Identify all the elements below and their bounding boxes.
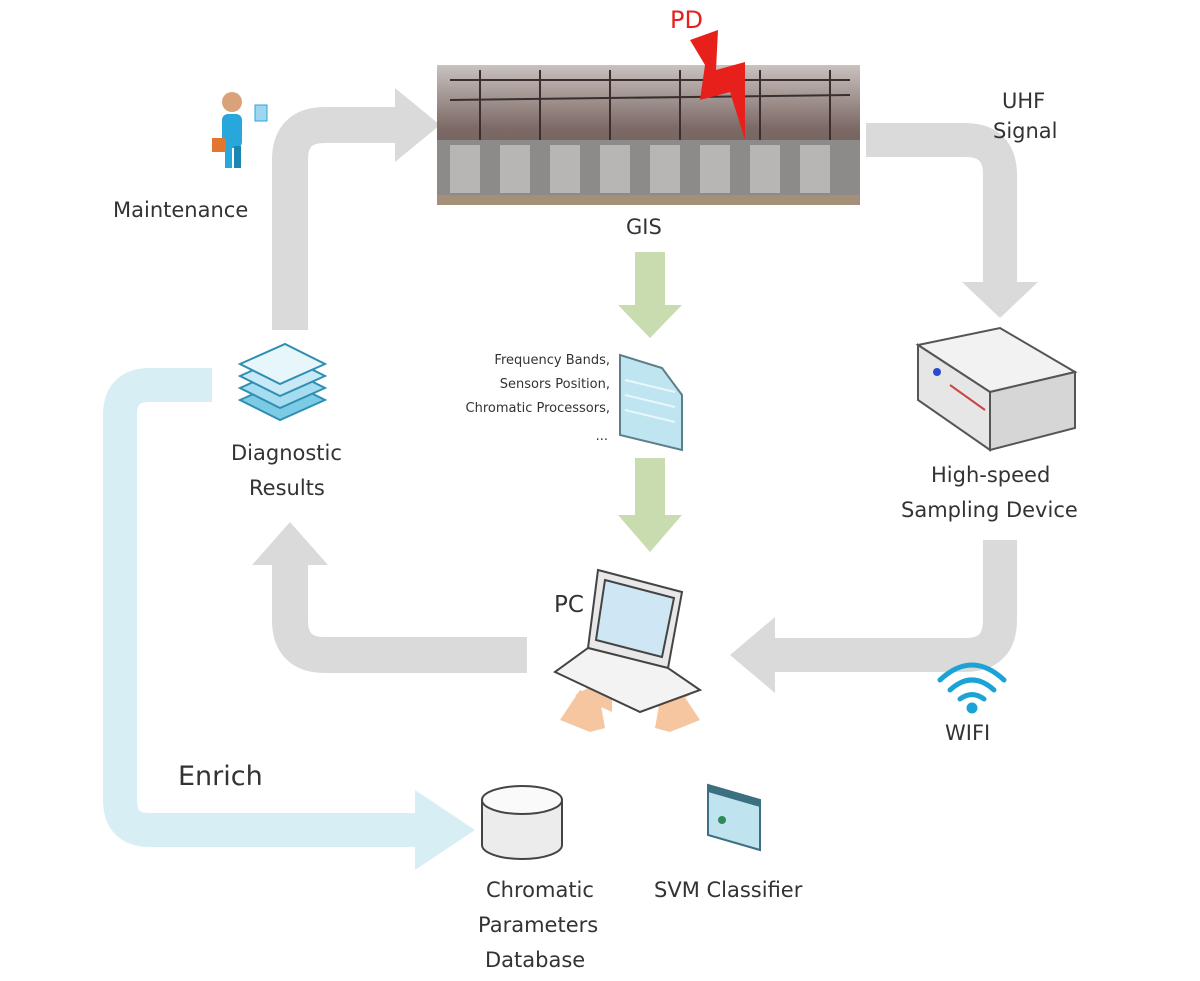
layers-icon	[237, 342, 328, 422]
laptop-icon	[553, 568, 703, 714]
gis-photo	[437, 65, 860, 205]
database-label-1: Chromatic	[486, 878, 594, 902]
wifi-label: WIFI	[945, 721, 990, 745]
database-label-3: Database	[485, 948, 585, 972]
results-arrow	[252, 522, 527, 673]
pc-label: PC	[554, 592, 584, 618]
uhf-label-1: UHF	[1002, 89, 1045, 113]
uhf-label-2: Signal	[993, 119, 1058, 143]
wifi-arrow	[730, 540, 1017, 693]
database-label-2: Parameters	[478, 913, 598, 937]
lightning-icon	[690, 30, 745, 140]
config-arrow-bottom	[618, 458, 682, 552]
param-line-4: ...	[596, 429, 608, 444]
device-label-1: High-speed	[931, 463, 1050, 487]
wifi-icon	[937, 662, 1007, 714]
param-line-3: Chromatic Processors,	[466, 401, 610, 416]
maintenance-arrow	[272, 88, 440, 330]
gis-label: GIS	[626, 215, 662, 239]
classifier-window-icon	[707, 783, 761, 852]
svm-label: SVM Classifier	[654, 878, 803, 902]
document-icon	[619, 353, 683, 452]
param-line-2: Sensors Position,	[500, 377, 610, 392]
person-icon	[212, 92, 268, 168]
diagnostic-label-2: Results	[249, 476, 325, 500]
device-icon	[915, 326, 1078, 452]
uhf-arrow	[866, 123, 1038, 318]
device-label-2: Sampling Device	[901, 498, 1078, 522]
maintenance-label: Maintenance	[113, 198, 248, 222]
config-arrow-top	[618, 252, 682, 338]
param-line-1: Frequency Bands,	[494, 353, 610, 368]
enrich-label: Enrich	[178, 761, 263, 792]
pd-label: PD	[670, 6, 703, 34]
enrich-arrow	[103, 368, 475, 870]
diagnostic-label-1: Diagnostic	[231, 441, 342, 465]
database-icon	[481, 785, 563, 860]
